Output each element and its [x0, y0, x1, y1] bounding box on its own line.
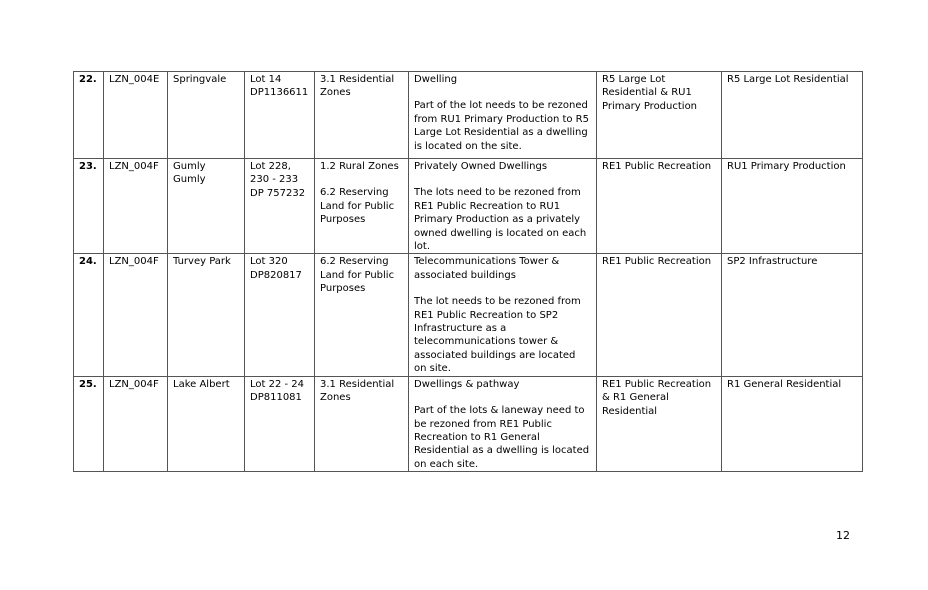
description: Dwelling Part of the lot needs to be rez… — [408, 71, 597, 159]
clause-text: 6.2 Reserving Land for Public Purposes — [320, 256, 395, 295]
clause: 3.1 Residential Zones — [314, 71, 409, 159]
lot-line: Lot 22 - 24 — [250, 378, 305, 390]
row-number: 24. — [73, 253, 104, 377]
row-number: 23. — [73, 157, 104, 255]
lot-line: Lot 228, — [250, 161, 291, 172]
location: Gumly Gumly — [167, 157, 245, 255]
lot-details: Lot 22 - 24 DP811081 — [244, 375, 315, 473]
description-title: Dwellings & pathway — [414, 378, 520, 390]
location: Lake Albert — [167, 375, 245, 473]
description-title: Dwelling — [414, 74, 458, 85]
map-code: LZN_004F — [103, 157, 168, 255]
lot-line: DP811081 — [250, 392, 302, 404]
clause: 6.2 Reserving Land for Public Purposes — [314, 253, 409, 377]
clause-text: 1.2 Rural Zones — [320, 161, 399, 172]
location: Turvey Park — [167, 253, 245, 377]
table-row: 23. LZN_004F Gumly Gumly Lot 228, 230 - … — [73, 157, 863, 255]
current-zone: RE1 Public Recreation — [596, 157, 722, 255]
description-body: The lots need to be rezoned from RE1 Pub… — [414, 187, 587, 253]
table-row: 24. LZN_004F Turvey Park Lot 320 DP82081… — [73, 253, 863, 377]
lot-details: Lot 228, 230 - 233 DP 757232 — [244, 157, 315, 255]
table-row: 25. LZN_004F Lake Albert Lot 22 - 24 DP8… — [73, 375, 863, 473]
description: Privately Owned Dwellings The lots need … — [408, 157, 597, 255]
current-zone: R5 Large Lot Residential & RU1 Primary P… — [596, 71, 722, 159]
description: Telecommunications Tower & associated bu… — [408, 253, 597, 377]
lot-details: Lot 14 DP1136611 — [244, 71, 315, 159]
lot-line: DP820817 — [250, 269, 302, 281]
clause-text: 6.2 Reserving Land for Public Purposes — [320, 187, 395, 226]
clause-text: 3.1 Residential Zones — [320, 378, 395, 404]
page-number: 12 — [836, 529, 850, 542]
proposed-zone: R1 General Residential — [721, 375, 863, 473]
lot-line: Lot 14 — [250, 74, 282, 85]
table-row: 22. LZN_004E Springvale Lot 14 DP1136611… — [73, 71, 863, 159]
rezoning-table: 22. LZN_004E Springvale Lot 14 DP1136611… — [73, 71, 863, 473]
description-title: Telecommunications Tower & associated bu… — [414, 256, 560, 281]
lot-details: Lot 320 DP820817 — [244, 253, 315, 377]
proposed-zone: R5 Large Lot Residential — [721, 71, 863, 159]
lot-line: Lot 320 — [250, 256, 288, 268]
current-zone: RE1 Public Recreation & R1 General Resid… — [596, 375, 722, 473]
description-title: Privately Owned Dwellings — [414, 161, 548, 172]
map-code: LZN_004F — [103, 375, 168, 473]
description-body: Part of the lot needs to be rezoned from… — [414, 100, 589, 152]
row-number: 25. — [73, 375, 104, 473]
lot-line: DP 757232 — [250, 187, 306, 199]
current-zone: RE1 Public Recreation — [596, 253, 722, 377]
clause: 1.2 Rural Zones 6.2 Reserving Land for P… — [314, 157, 409, 255]
clause-text: 3.1 Residential Zones — [320, 74, 395, 99]
proposed-zone: SP2 Infrastructure — [721, 253, 863, 377]
lot-line: DP1136611 — [250, 87, 309, 99]
location: Springvale — [167, 71, 245, 159]
clause: 3.1 Residential Zones — [314, 375, 409, 473]
map-code: LZN_004E — [103, 71, 168, 159]
lot-line: 230 - 233 — [250, 174, 299, 186]
row-number: 22. — [73, 71, 104, 159]
description: Dwellings & pathway Part of the lots & l… — [408, 375, 597, 473]
description-body: The lot needs to be rezoned from RE1 Pub… — [414, 296, 581, 375]
map-code: LZN_004F — [103, 253, 168, 377]
description-body: Part of the lots & laneway need to be re… — [414, 405, 590, 470]
proposed-zone: RU1 Primary Production — [721, 157, 863, 255]
